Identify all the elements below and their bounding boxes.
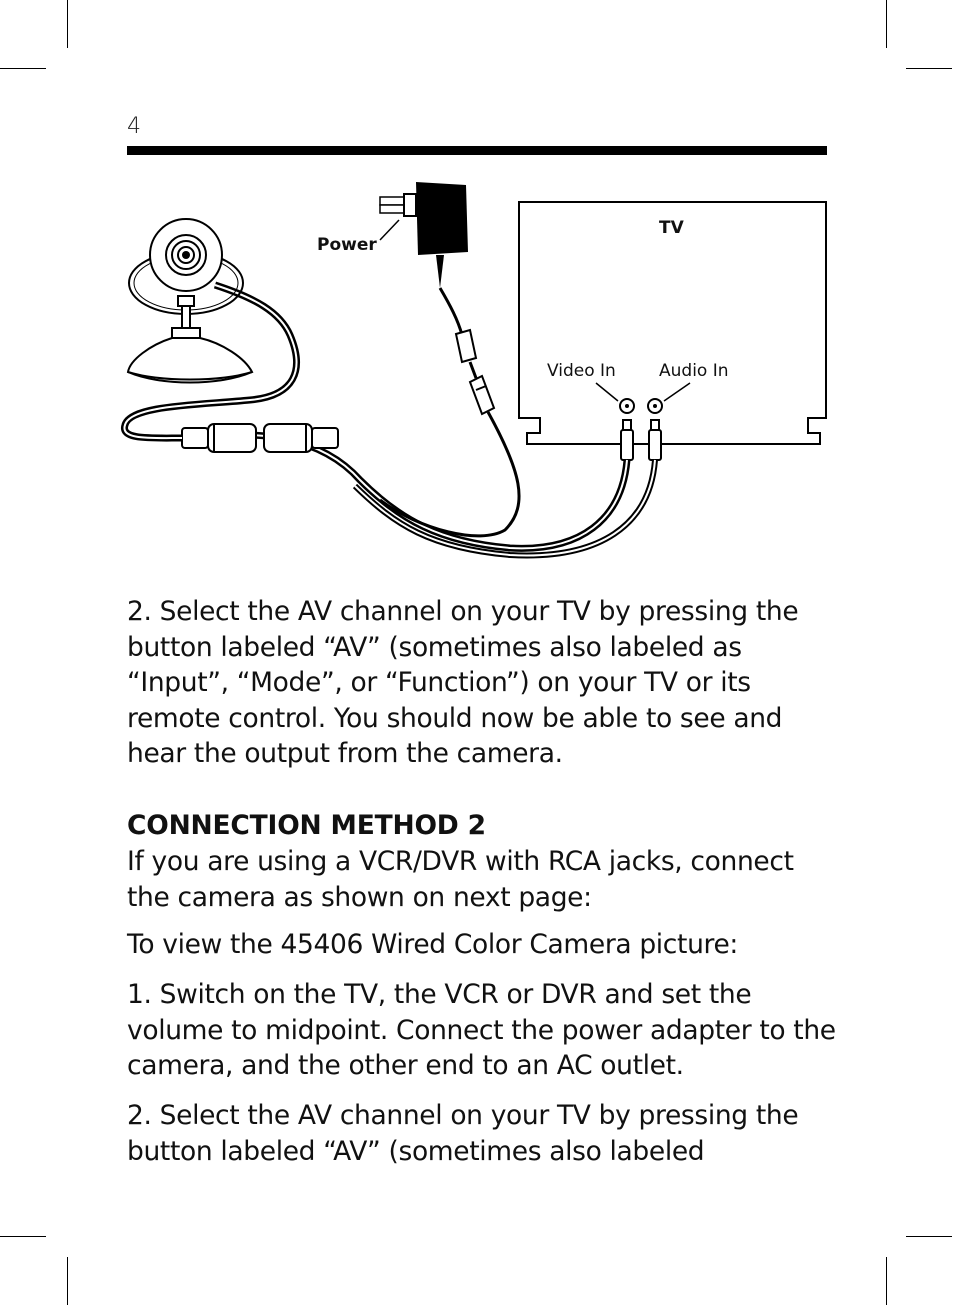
header-rule xyxy=(127,146,827,155)
audio-in-jack xyxy=(647,398,663,414)
crop-mark xyxy=(906,1236,952,1237)
power-label: Power xyxy=(317,235,377,255)
crop-mark xyxy=(67,0,68,48)
paragraph-view: To view the 45406 Wired Color Camera pic… xyxy=(127,929,739,960)
paragraph-method2-intro: If you are using a VCR/DVR with RCA jack… xyxy=(127,846,794,913)
video-in-label: Video In xyxy=(547,361,616,381)
paragraph-step2: 2. Select the AV channel on your TV by p… xyxy=(127,596,799,769)
crop-mark xyxy=(67,1257,68,1305)
page-number: 4 xyxy=(127,114,141,139)
paragraph-step1: 1. Switch on the TV, the VCR or DVR and … xyxy=(127,979,836,1081)
crop-mark xyxy=(906,68,952,69)
rca-plug xyxy=(620,419,662,461)
crop-mark xyxy=(0,68,46,69)
connection-diagram: TV Video In Audio In xyxy=(121,182,827,559)
tv-label: TV xyxy=(659,218,685,238)
power-plug xyxy=(454,328,496,416)
crop-mark xyxy=(0,1236,46,1237)
crop-mark xyxy=(886,1257,887,1305)
power-adapter xyxy=(379,182,468,288)
section-heading: CONNECTION METHOD 2 xyxy=(127,810,486,841)
audio-in-label: Audio In xyxy=(659,361,729,381)
cable-connector xyxy=(181,423,339,453)
paragraph-step2-continued: 2. Select the AV channel on your TV by p… xyxy=(127,1100,799,1167)
video-in-jack xyxy=(619,398,635,414)
tv-box xyxy=(518,201,827,445)
camera xyxy=(126,218,254,384)
crop-mark xyxy=(886,0,887,48)
